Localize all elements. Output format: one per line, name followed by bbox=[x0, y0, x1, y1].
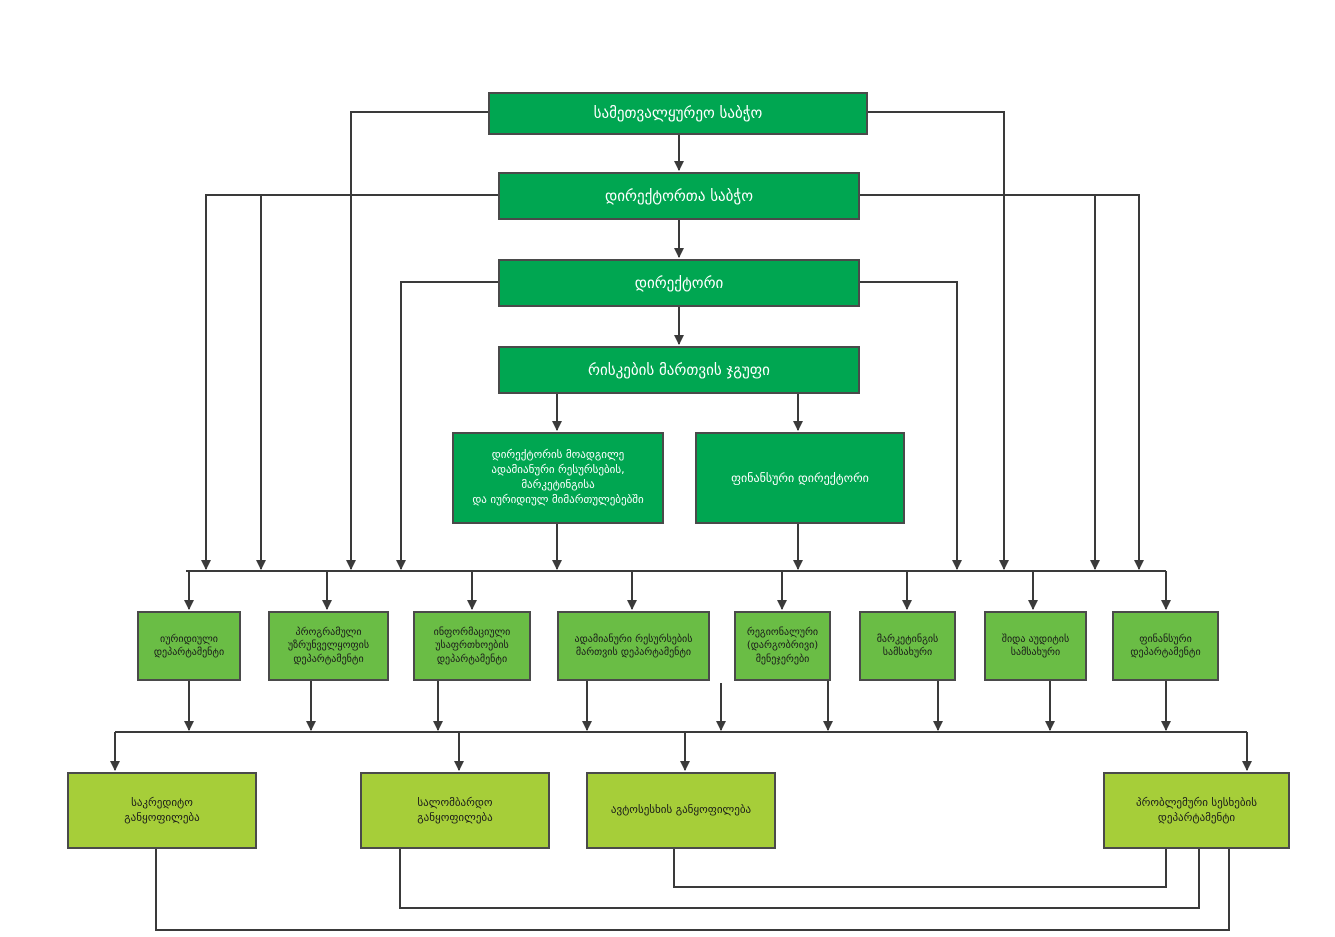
info-security-department-box: ინფორმაციული უსაფრთხოების დეპარტამენტი bbox=[413, 611, 531, 681]
supervisory-board-box: სამეთვალყურეო საბჭო bbox=[488, 92, 868, 135]
connector-9 bbox=[396, 281, 498, 570]
financial-director-box: ფინანსური დირექტორი bbox=[695, 432, 905, 524]
legal-department-box: იურიდიული დეპარტამენტი bbox=[137, 611, 241, 681]
connector-39 bbox=[399, 849, 1200, 909]
pawnshop-division-box: სალომბარდო განყოფილება bbox=[360, 772, 550, 849]
connector-6 bbox=[256, 194, 498, 570]
connector-38 bbox=[673, 849, 1167, 888]
connector-4 bbox=[868, 111, 1009, 570]
auto-loans-division-box: ავტოსესხის განყოფილება bbox=[586, 772, 776, 849]
hr-department-box: ადამიანური რესურსების მართვის დეპარტამენ… bbox=[557, 611, 710, 681]
finance-department-box: ფინანსური დეპარტამენტი bbox=[1112, 611, 1219, 681]
credit-division-box: საკრედიტო განყოფილება bbox=[67, 772, 257, 849]
connector-10 bbox=[860, 281, 962, 570]
connector-40 bbox=[155, 849, 1230, 931]
connector-3 bbox=[346, 111, 488, 570]
connector-8 bbox=[860, 194, 1100, 570]
risk-management-group-box: რისკების მართვის ჯგუფი bbox=[498, 346, 860, 394]
regional-managers-box: რეგიონალური (დარგობრივი) მენეჯერები bbox=[734, 611, 831, 681]
internal-audit-service-box: შიდა აუდიტის სამსახური bbox=[984, 611, 1087, 681]
problem-loans-department-box: პრობლემური სესხების დეპარტამენტი bbox=[1103, 772, 1290, 849]
director-box: დირექტორი bbox=[498, 259, 860, 307]
board-of-directors-box: დირექტორთა საბჭო bbox=[498, 172, 860, 220]
deputy-director-box: დირექტორის მოადგილე ადამიანური რესურსები… bbox=[452, 432, 664, 524]
marketing-service-box: მარკეტინგის სამსახური bbox=[859, 611, 956, 681]
software-department-box: პროგრამული უზრუნველყოფის დეპარტამენტი bbox=[268, 611, 389, 681]
